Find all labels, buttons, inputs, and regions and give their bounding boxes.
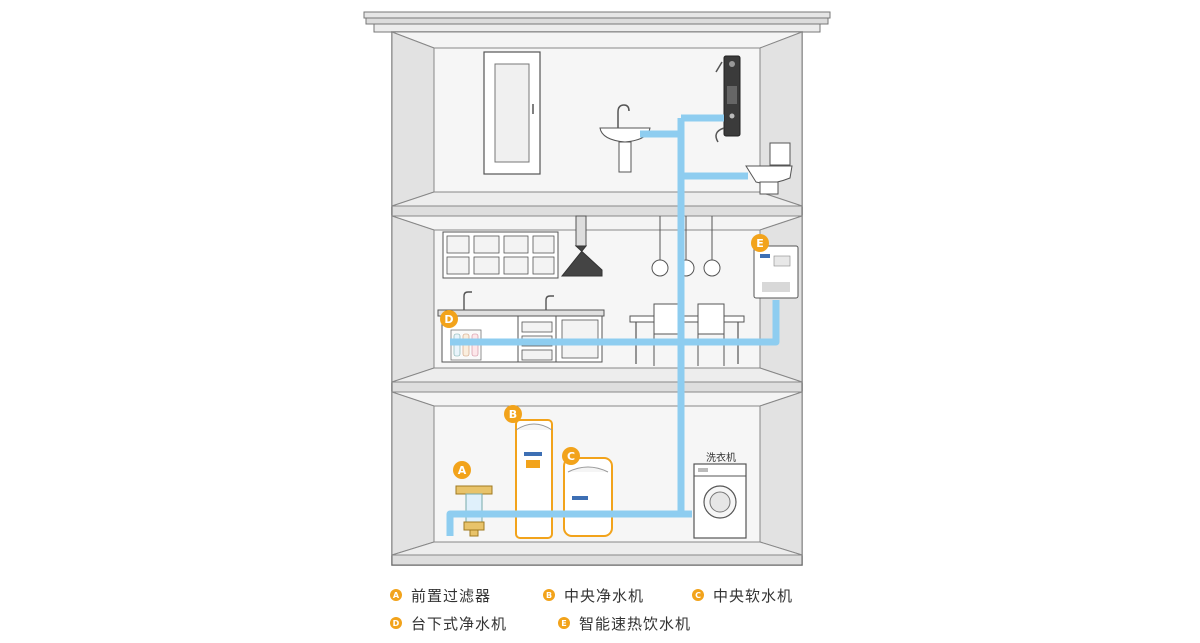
- marker-d-letter: D: [444, 313, 453, 326]
- marker-a-letter: A: [458, 464, 467, 477]
- legend-label-e: 智能速热饮水机: [579, 614, 692, 633]
- legend-label-a: 前置过滤器: [411, 586, 492, 605]
- shower-panel: [715, 55, 741, 143]
- legend-item-d: D 台下式净水机: [390, 612, 507, 634]
- marker-a-badge: A: [453, 461, 471, 479]
- marker-b-badge: B: [504, 405, 522, 423]
- dining-table: [629, 303, 745, 366]
- range-hood: [560, 215, 603, 277]
- bathroom-floor: [391, 31, 803, 207]
- legend: A 前置过滤器 B 中央净水机 C 中央软水机 D 台下式净水机 E 智能速热饮…: [390, 584, 850, 640]
- smart-water-dispenser: [753, 245, 799, 299]
- washing-machine: [693, 463, 747, 539]
- water-pipes: [446, 114, 780, 536]
- legend-item-a: A 前置过滤器: [390, 584, 491, 606]
- legend-badge-e: E: [558, 617, 570, 629]
- legend-item-c: C 中央软水机: [692, 584, 793, 606]
- wall-cabinets: [442, 231, 559, 279]
- legend-badge-a: A: [390, 589, 402, 601]
- central-water-purifier: [515, 419, 553, 539]
- legend-label-b: 中央净水机: [564, 586, 645, 605]
- marker-c-badge: C: [562, 447, 580, 465]
- marker-e-badge: E: [751, 234, 769, 252]
- marker-d-badge: D: [440, 310, 458, 328]
- legend-label-c: 中央软水机: [713, 586, 794, 605]
- marker-e-letter: E: [756, 237, 764, 250]
- toilet: [745, 142, 793, 195]
- legend-badge-d: D: [390, 617, 402, 629]
- marker-b-letter: B: [509, 408, 517, 421]
- legend-badge-c: C: [692, 589, 704, 601]
- washer-label: 洗衣机: [706, 451, 736, 464]
- wash-basin: [599, 104, 651, 173]
- legend-badge-b: B: [543, 589, 555, 601]
- legend-item-b: B 中央净水机: [543, 584, 644, 606]
- legend-item-e: E 智能速热饮水机: [558, 612, 691, 634]
- kitchen-floor: [391, 215, 803, 383]
- door: [483, 51, 541, 175]
- roof-cornice: [363, 11, 831, 33]
- central-water-softener: [563, 457, 613, 537]
- legend-label-d: 台下式净水机: [411, 614, 508, 633]
- marker-c-letter: C: [567, 450, 575, 463]
